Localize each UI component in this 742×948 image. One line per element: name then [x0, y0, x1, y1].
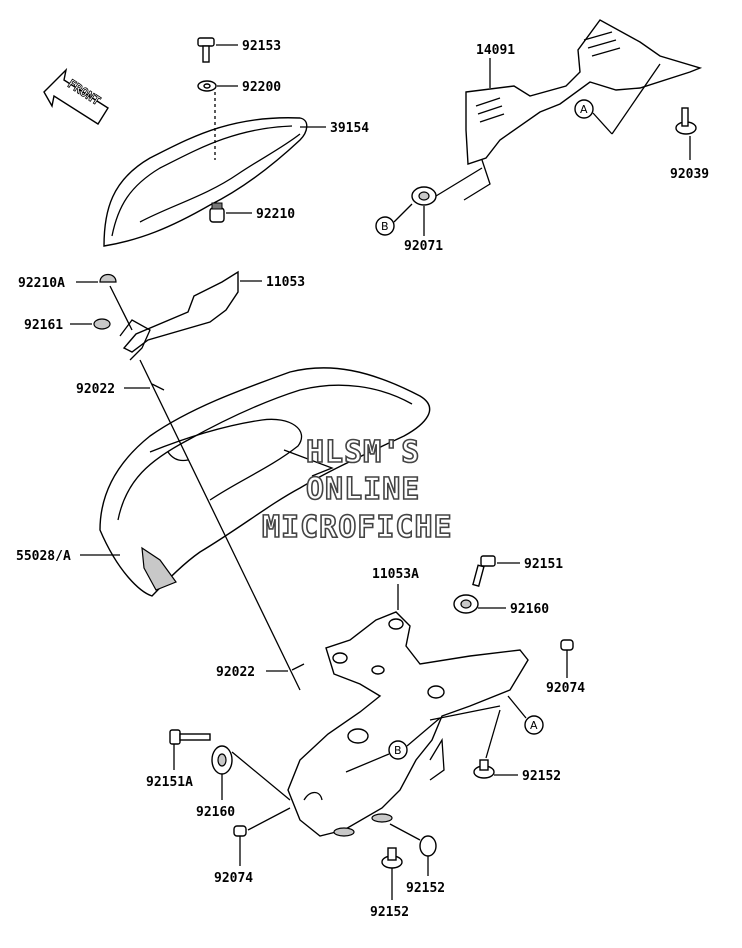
ref-letter-a-top: A [580, 103, 588, 116]
ref-mark-a-bottom [524, 715, 544, 735]
grommet-92071 [411, 186, 437, 206]
nut-92074-right [560, 639, 574, 651]
ref-mark-b-top [375, 216, 395, 236]
clip-92022-top [151, 383, 165, 391]
bracket-11053 [119, 270, 239, 361]
label-92200: 92200 [242, 80, 281, 95]
label-92152-center: 92152 [406, 881, 445, 896]
ref-letter-b-top: B [381, 220, 389, 233]
label-92022-bottom: 92022 [216, 665, 255, 680]
watermark-line-1: HLSM'S [306, 435, 420, 470]
label-92210: 92210 [256, 207, 295, 222]
label-92151: 92151 [524, 557, 563, 572]
watermark-line-3: MICROFICHE [262, 510, 453, 545]
bolt-92151 [472, 555, 496, 587]
ref-mark-a-top [574, 99, 594, 119]
label-55028A: 55028/A [16, 549, 71, 564]
grommet-92210 [209, 202, 225, 223]
bracket-14091 [463, 19, 703, 201]
label-92074-right: 92074 [546, 681, 585, 696]
label-92153: 92153 [242, 39, 281, 54]
label-92022-top: 92022 [76, 382, 115, 397]
windscreen-39154 [103, 117, 308, 247]
watermark: HLSM'S ONLINE MICROFICHE [261, 434, 453, 546]
upper-cowl-55028A [99, 367, 431, 597]
nut-92074-left [233, 825, 247, 837]
label-92074-left: 92074 [214, 871, 253, 886]
label-92152-bottom: 92152 [370, 905, 409, 920]
clip-92022-bottom [291, 663, 305, 671]
label-11053A: 11053A [372, 567, 419, 582]
bolt-92152-bottom [381, 847, 403, 869]
washer-92161 [93, 318, 111, 330]
label-92152-right: 92152 [522, 769, 561, 784]
bolt-92153 [197, 37, 215, 63]
ref-letter-a-bottom: A [530, 719, 538, 732]
label-92039: 92039 [670, 167, 709, 182]
label-92071: 92071 [404, 239, 443, 254]
label-92160-left: 92160 [196, 805, 235, 820]
label-92161: 92161 [24, 318, 63, 333]
grommet-92210A [99, 273, 117, 283]
washer-92200 [197, 80, 217, 92]
front-direction-arrow: FRONT [43, 67, 109, 125]
bolt-92151A [169, 729, 211, 745]
ref-letter-b-bottom: B [394, 744, 402, 757]
bolt-92152-right [473, 759, 495, 779]
label-39154: 39154 [330, 121, 369, 136]
label-92151A: 92151A [146, 775, 193, 790]
grommet-92160-right [453, 594, 479, 614]
label-14091: 14091 [476, 43, 515, 58]
bracket-11053A [287, 611, 529, 837]
label-92160-right: 92160 [510, 602, 549, 617]
label-11053: 11053 [266, 275, 305, 290]
watermark-line-2: ONLINE [306, 472, 420, 507]
label-92210A: 92210A [18, 276, 65, 291]
grommet-92160-left [211, 745, 233, 775]
bolt-92152-center [419, 835, 437, 857]
ref-mark-b-bottom [388, 740, 408, 760]
bolt-92039 [675, 107, 697, 135]
